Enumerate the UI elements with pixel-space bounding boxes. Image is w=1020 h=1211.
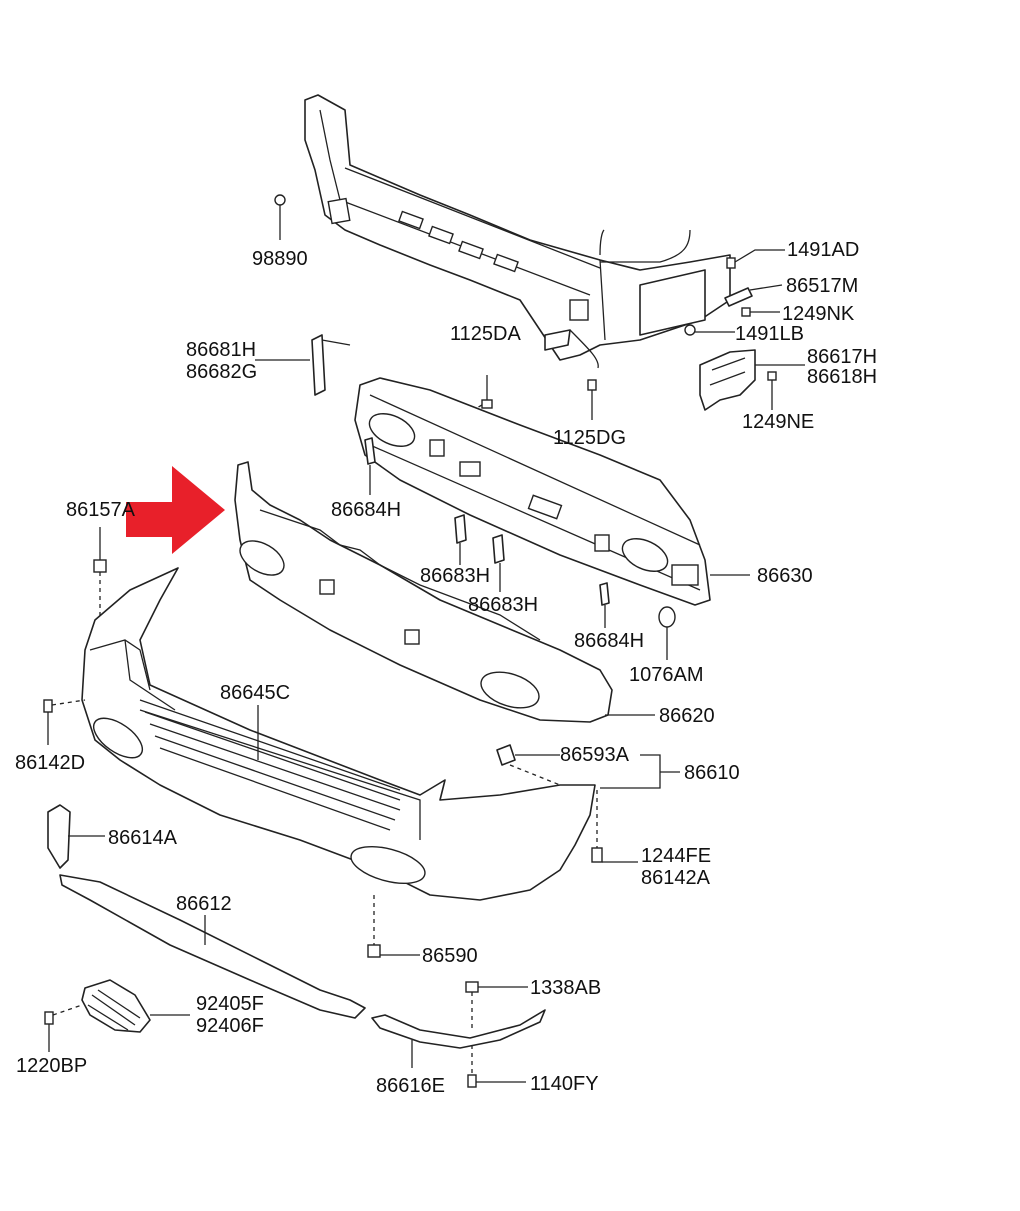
label-1076am: 1076AM [629, 664, 704, 686]
label-86157a: 86157A [66, 499, 136, 521]
label-1249ne: 1249NE [742, 411, 814, 433]
label-86684h-lower: 86684H [574, 630, 644, 652]
label-86142a: 86142A [641, 867, 711, 889]
bumper-cover-86610 [81, 567, 596, 901]
label-86142d: 86142D [15, 752, 85, 774]
fog-lamp-cover-92405f [81, 979, 190, 1033]
bracket-86617h [699, 349, 756, 411]
label-1140fy: 1140FY [530, 1073, 599, 1095]
label-86683h-b: 86683H [468, 594, 538, 616]
label-98890: 98890 [252, 248, 308, 270]
front-end-carrier [304, 94, 731, 369]
clip-86593a [496, 744, 561, 786]
nut-1338ab [465, 981, 528, 1030]
reinforcement-beam-86630 [354, 377, 711, 606]
label-1491ad: 1491AD [787, 239, 859, 261]
clip-1491lb [684, 324, 735, 336]
label-86612: 86612 [176, 893, 232, 915]
label-86630: 86630 [757, 565, 813, 587]
clip-86684h-lower [599, 582, 610, 628]
lower-strip-86612 [59, 874, 366, 1019]
screw-1140fy [467, 1045, 526, 1088]
label-1220bp: 1220BP [16, 1055, 87, 1077]
label-86620: 86620 [659, 705, 715, 727]
label-1338ab: 1338AB [530, 977, 601, 999]
bracket-86681h [311, 334, 351, 396]
bracket-86614a [47, 804, 105, 869]
label-86618h: 86618H [807, 366, 877, 388]
label-86681h: 86681H [186, 339, 256, 361]
nut-86590 [367, 895, 420, 958]
label-1125da: 1125DA [450, 323, 521, 345]
screw-1244fe [591, 790, 638, 863]
label-1244fe: 1244FE [641, 845, 711, 867]
label-1491lb: 1491LB [735, 323, 804, 345]
label-86517m: 86517M [786, 275, 858, 297]
label-86645c: 86645C [220, 682, 290, 704]
label-86593a: 86593A [560, 744, 630, 766]
screw-1249ne [767, 371, 777, 410]
label-86614a: 86614A [108, 827, 178, 849]
clip-86683h-b [492, 534, 505, 592]
label-86617h: 86617H [807, 346, 877, 368]
label-86684h-upper: 86684H [331, 499, 401, 521]
clip-98890 [274, 194, 286, 240]
label-86590: 86590 [422, 945, 478, 967]
label-86610: 86610 [684, 762, 740, 784]
clip-1491ad [726, 249, 785, 269]
label-86682g: 86682G [186, 361, 257, 383]
label-92406f: 92406F [196, 1015, 264, 1037]
label-92405f: 92405F [196, 993, 264, 1015]
clip-86683h-a [454, 514, 467, 565]
screw-1220bp [44, 1004, 83, 1052]
bolt-1125dg [587, 379, 597, 420]
clip-86684h-upper [364, 437, 376, 495]
cap-1076am [658, 606, 676, 660]
lower-trim-86616e [371, 1009, 546, 1068]
energy-absorber-86620 [234, 461, 613, 723]
nut-86157a [93, 527, 107, 620]
screw-86142d [43, 699, 86, 745]
label-86683h-a: 86683H [420, 565, 490, 587]
screw-1249nk [741, 307, 780, 317]
label-86616e: 86616E [376, 1075, 445, 1097]
highlight-arrow [126, 466, 225, 554]
label-1125dg: 1125DG [553, 427, 626, 449]
label-1249nk: 1249NK [782, 303, 855, 325]
plate-86517m [724, 284, 783, 307]
